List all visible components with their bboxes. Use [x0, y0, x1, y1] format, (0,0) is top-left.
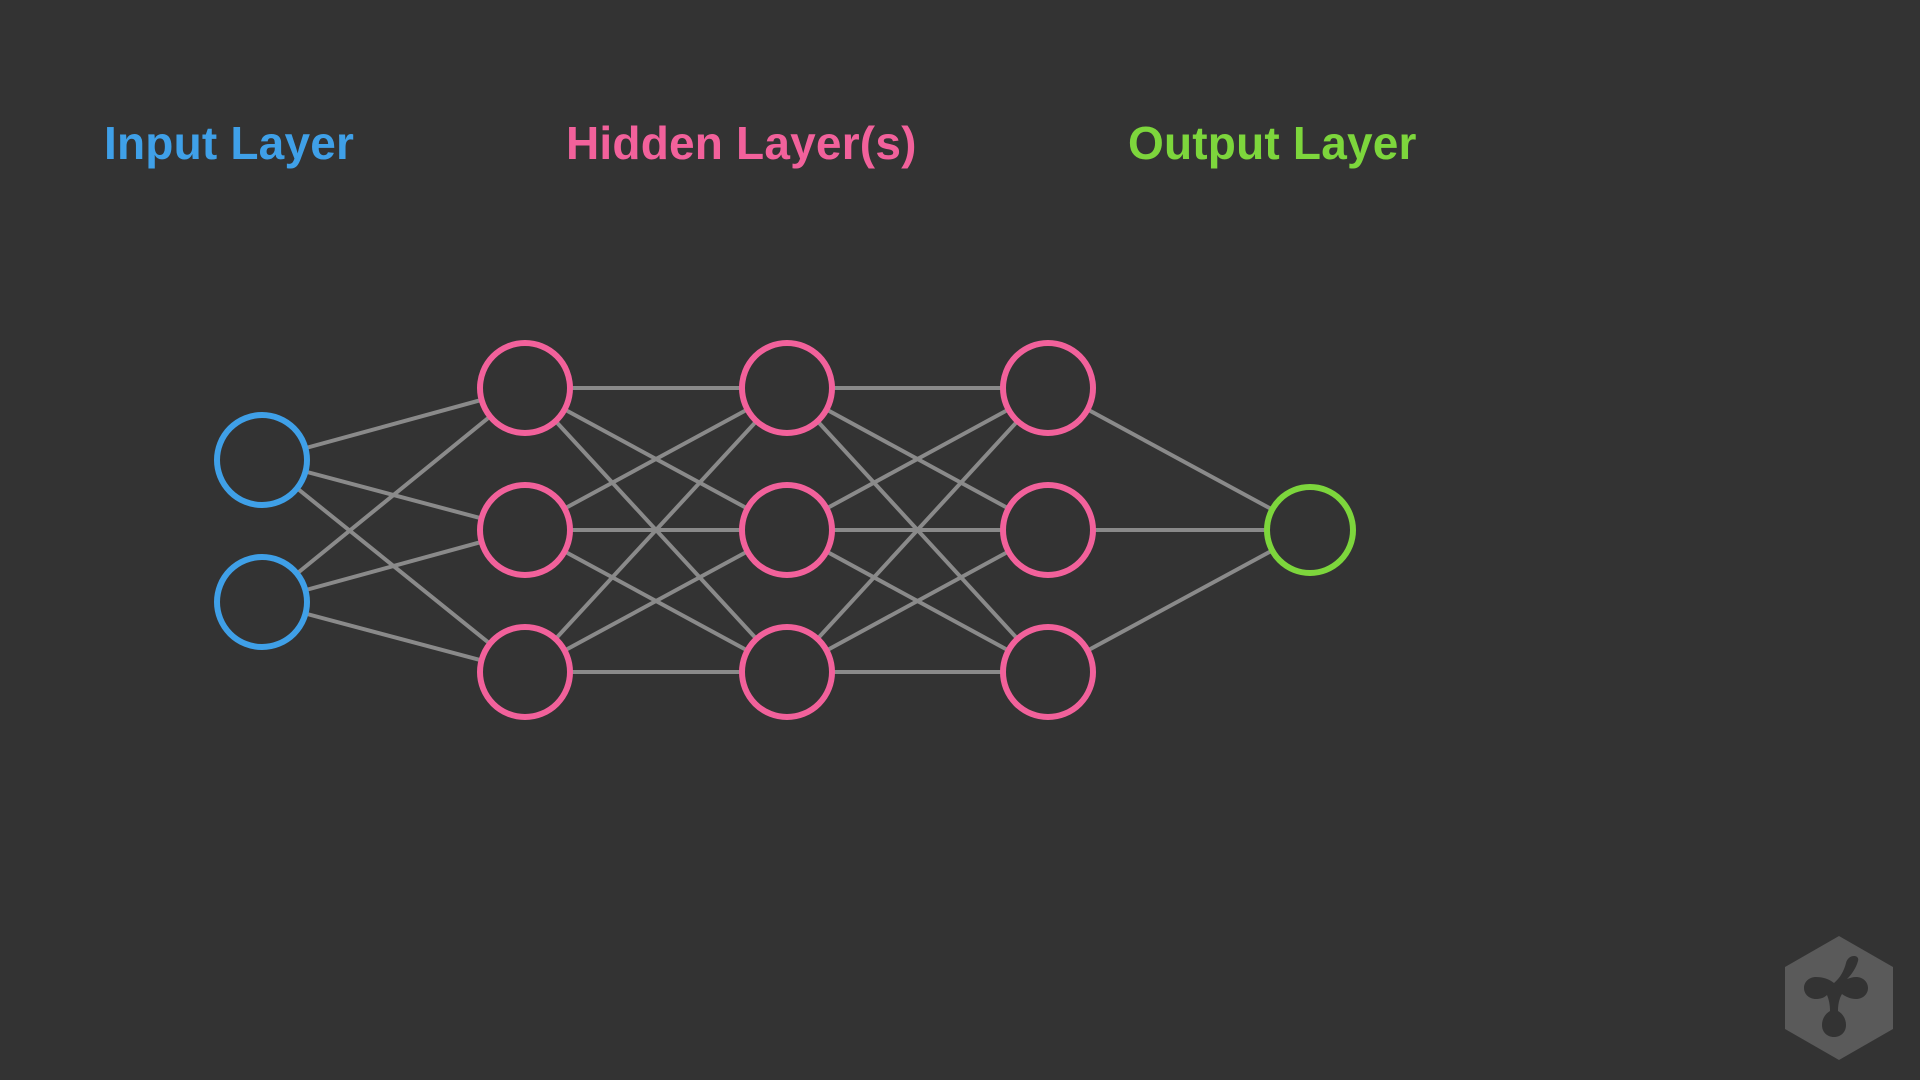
node-h2_3[interactable]	[739, 624, 835, 720]
node-disc-h2_3	[742, 627, 832, 717]
node-disc-i1	[217, 415, 307, 505]
edge-h1_3-h2_2	[523, 528, 789, 674]
node-disc-h2_2	[742, 485, 832, 575]
edge-h3_3-o1	[1046, 528, 1312, 674]
node-h3_3[interactable]	[1000, 624, 1096, 720]
node-h2_2[interactable]	[739, 482, 835, 578]
node-i2[interactable]	[214, 554, 310, 650]
treehouse-hex-logo-icon	[1785, 936, 1893, 1060]
node-h2_1[interactable]	[739, 340, 835, 436]
edge-i2-h1_1	[260, 386, 527, 604]
node-disc-o1	[1267, 487, 1353, 573]
node-h1_2[interactable]	[477, 482, 573, 578]
label-hidden-layer: Hidden Layer(s)	[566, 117, 917, 169]
node-i1[interactable]	[214, 412, 310, 508]
edge-h1_2-h2_1	[523, 386, 789, 532]
edge-h2_2-h3_1	[785, 386, 1050, 532]
node-disc-i2	[217, 557, 307, 647]
edge-h1_3-h2_1	[523, 386, 789, 674]
node-disc-h1_1	[480, 343, 570, 433]
label-input-layer: Input Layer	[104, 117, 355, 169]
node-disc-h3_1	[1003, 343, 1093, 433]
label-output-layer: Output Layer	[1128, 117, 1417, 169]
node-disc-h2_1	[742, 343, 832, 433]
edge-h2_3-h3_2	[785, 528, 1050, 674]
node-disc-h3_3	[1003, 627, 1093, 717]
edge-h2_3-h3_1	[785, 386, 1050, 674]
edge-h3_1-o1	[1046, 386, 1312, 532]
node-h1_3[interactable]	[477, 624, 573, 720]
node-h3_1[interactable]	[1000, 340, 1096, 436]
node-h1_1[interactable]	[477, 340, 573, 436]
node-h3_2[interactable]	[1000, 482, 1096, 578]
node-o1[interactable]	[1264, 484, 1356, 576]
node-disc-h1_3	[480, 627, 570, 717]
nodes-group	[214, 340, 1356, 720]
node-disc-h3_2	[1003, 485, 1093, 575]
node-disc-h1_2	[480, 485, 570, 575]
